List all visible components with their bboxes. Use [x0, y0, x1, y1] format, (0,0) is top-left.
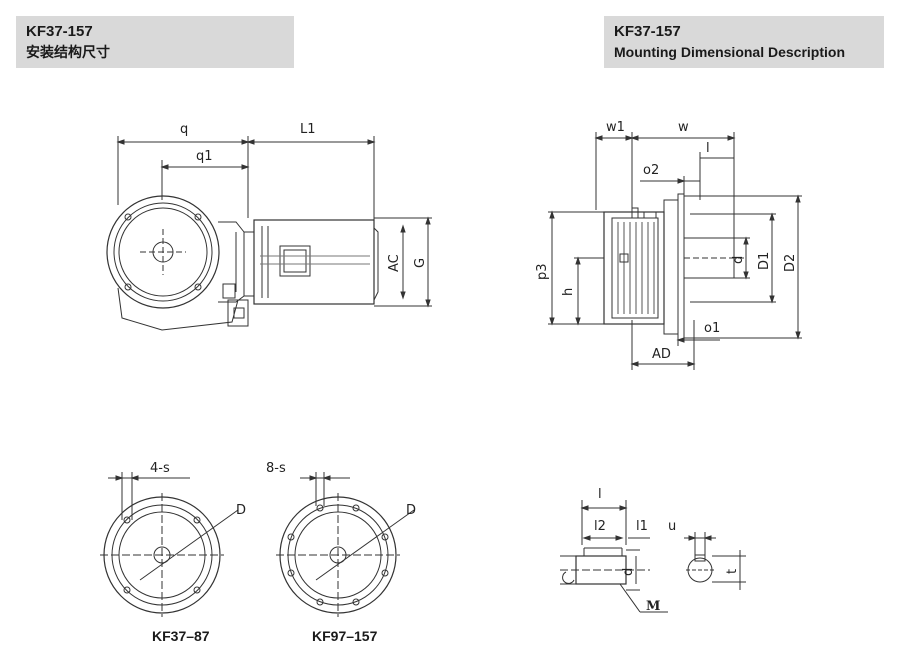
- header-left-title: 安装结构尺寸: [26, 44, 110, 60]
- label-d-flange-b: D: [406, 503, 416, 518]
- label-l-shaft: l: [598, 487, 602, 502]
- caption-kf97-157: KF97–157: [312, 628, 378, 644]
- label-u: u: [668, 519, 676, 534]
- label-o2: o2: [643, 163, 659, 178]
- label-w1: w1: [606, 120, 625, 135]
- caption-kf37-87: KF37–87: [152, 628, 210, 644]
- label-o1: o1: [704, 321, 720, 336]
- label-4s: 4-s: [150, 461, 170, 476]
- header-right-title: Mounting Dimensional Description: [614, 44, 846, 60]
- label-p3: p3: [535, 263, 550, 280]
- side-view: w1 w l o2: [535, 120, 802, 370]
- flange-a: 4-s D: [100, 461, 246, 617]
- header-left: KF37-157 安装结构尺寸: [16, 16, 294, 68]
- flange-b-holes: [287, 504, 389, 606]
- label-l1-shaft: l1: [636, 519, 648, 534]
- housing-bolts: [124, 213, 202, 291]
- header-right: KF37-157 Mounting Dimensional Descriptio…: [604, 16, 884, 68]
- label-t: t: [725, 569, 740, 574]
- label-d1: D1: [757, 252, 772, 270]
- header-right-model: KF37-157: [614, 23, 681, 40]
- label-ad: AD: [652, 347, 671, 362]
- header-left-model: KF37-157: [26, 23, 93, 40]
- label-d-flange-a: D: [236, 503, 246, 518]
- label-g: G: [413, 258, 428, 268]
- label-d-shaft: d: [621, 568, 636, 576]
- label-ac: AC: [387, 254, 402, 272]
- label-l1-motor: L1: [300, 122, 316, 137]
- label-l2: l2: [594, 519, 606, 534]
- label-q1: q1: [196, 149, 213, 164]
- front-view: q L1 q1: [106, 122, 432, 331]
- label-q: q: [180, 122, 188, 137]
- label-d2: D2: [783, 254, 798, 272]
- label-d: d: [731, 256, 746, 264]
- label-m: M: [646, 599, 660, 614]
- label-l: l: [706, 141, 710, 156]
- label-w: w: [678, 120, 689, 135]
- flange-a-holes: [123, 516, 201, 594]
- shaft-detail: l l2 l1 d M u t: [560, 487, 746, 614]
- label-h: h: [561, 288, 576, 296]
- label-8s: 8-s: [266, 461, 286, 476]
- housing-fins: [617, 222, 655, 314]
- flange-b: 8-s D: [266, 461, 416, 617]
